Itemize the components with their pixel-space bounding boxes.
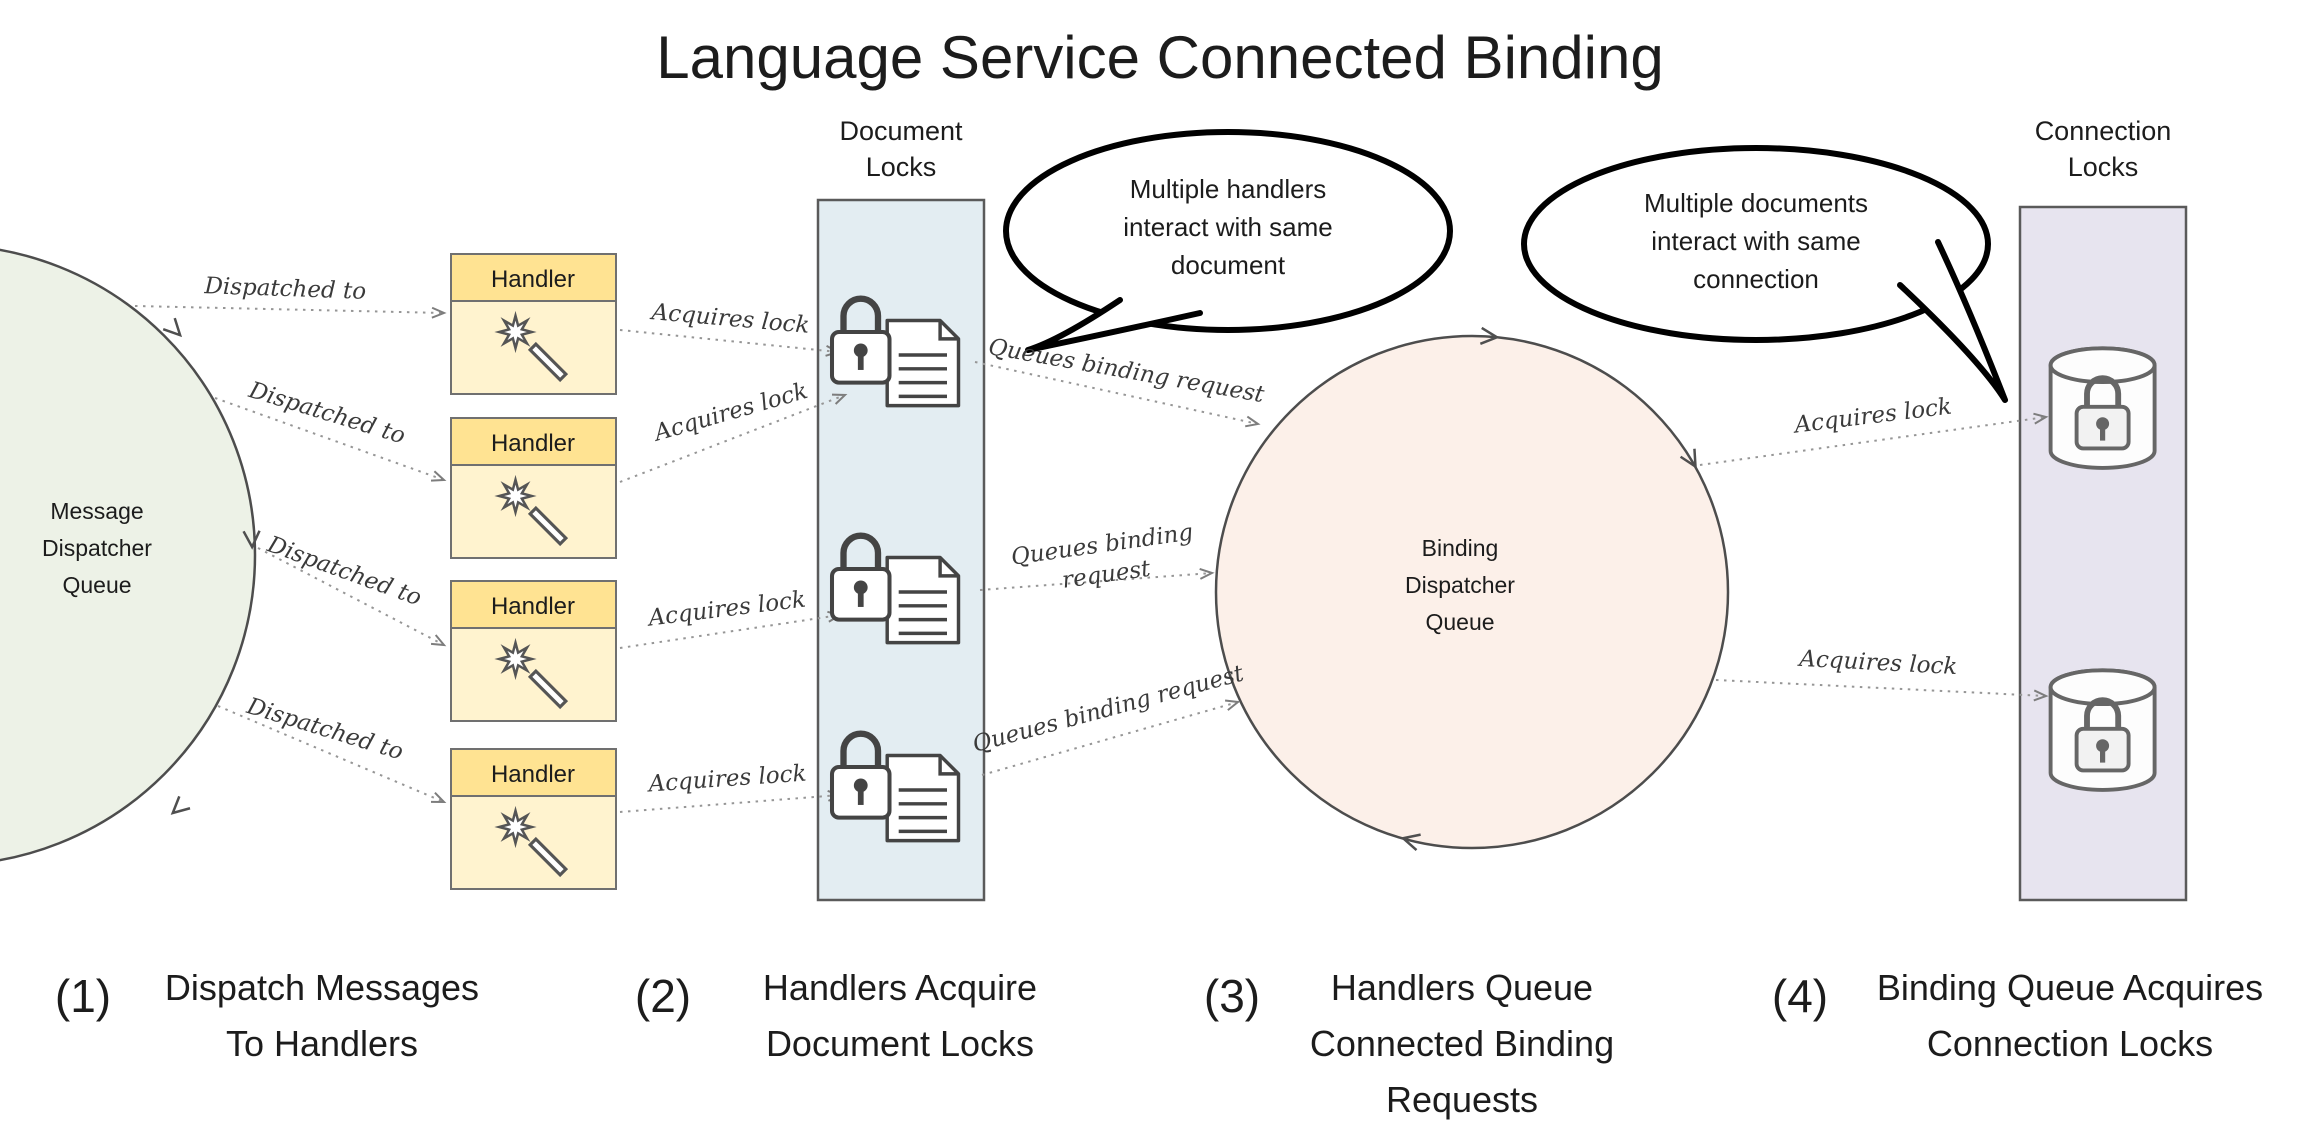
dispatch-arrows [134, 305, 447, 804]
speech-bubble-handlers: Multiple handlers interact with same doc… [1003, 129, 1453, 353]
binding-queue-label: Dispatcher [1405, 572, 1515, 598]
step-number: (1) [55, 970, 111, 1022]
diagram-title: Language Service Connected Binding [656, 24, 1663, 91]
handler-box-2: Handler [450, 417, 617, 559]
document-locks-label: Locks [866, 152, 937, 182]
step-text: Requests [1386, 1079, 1538, 1120]
bubble-text: document [1171, 250, 1286, 280]
acquire-connection-lock-arrows [1699, 412, 2049, 702]
edge-label: Queues binding request [970, 660, 1247, 758]
edge-label: Queues bindingrequest [1009, 519, 1198, 600]
step-text: Connected Binding [1310, 1023, 1614, 1064]
arc-chevron-icon [162, 317, 183, 338]
bubble-text: Multiple handlers [1130, 174, 1327, 204]
edge-label: Acquires lock [646, 761, 808, 798]
message-queue-label: Queue [62, 572, 131, 598]
connection-locks-column [2018, 205, 2188, 902]
handler-box-1: Handler [450, 253, 617, 395]
handler-box-4: Handler [450, 748, 617, 890]
handler-label: Handler [491, 266, 575, 293]
handler-label: Handler [491, 430, 575, 457]
edge-label: Acquires lock [1791, 394, 1953, 439]
step-text: Binding Queue Acquires [1877, 967, 2263, 1008]
arc-chevron-icon [1400, 833, 1421, 852]
connection-locks-label: Locks [2068, 152, 2139, 182]
edge-label: Acquires lock [649, 299, 811, 339]
edge-label: Acquires lock [650, 378, 811, 447]
bubble-text: connection [1693, 264, 1819, 294]
arc-chevron-icon [242, 530, 261, 550]
handler-label: Handler [491, 593, 575, 620]
speech-bubble-documents: Multiple documents interact with same co… [1521, 145, 2008, 403]
binding-queue-label: Binding [1422, 535, 1499, 561]
edge-label: Dispatched to [243, 693, 406, 765]
step-text: Handlers Queue [1331, 967, 1593, 1008]
connection-locks-label: Connection [2035, 116, 2172, 146]
arc-chevron-icon [170, 795, 191, 815]
step-caption-2: (2) Handlers Acquire Document Locks [635, 967, 1037, 1064]
step-caption-4: (4) Binding Queue Acquires Connection Lo… [1772, 967, 2263, 1064]
arc-chevron-icon [1679, 448, 1697, 470]
bubble-text: interact with same [1123, 212, 1333, 242]
message-queue-label: Dispatcher [42, 535, 152, 561]
bubble-text: Multiple documents [1644, 188, 1868, 218]
step-caption-1: (1) Dispatch Messages To Handlers [55, 967, 479, 1064]
step-text: Connection Locks [1927, 1023, 2213, 1064]
queue-binding-request-arrows [974, 361, 1261, 776]
arc-chevron-icon [1479, 326, 1500, 345]
bubble-text: interact with same [1651, 226, 1861, 256]
step-text: Document Locks [766, 1023, 1034, 1064]
edge-label: Dispatched to [263, 531, 425, 611]
database-lock-icon [2051, 670, 2155, 790]
handler-box-3: Handler [450, 580, 617, 722]
binding-queue-label: Queue [1425, 609, 1494, 635]
handler-label: Handler [491, 761, 575, 788]
edge-label: Acquires lock [1797, 646, 1958, 680]
step-number: (2) [635, 970, 691, 1022]
database-lock-icon [2051, 348, 2155, 468]
edge-label: Dispatched to [245, 377, 408, 449]
message-queue-label: Message [50, 498, 143, 524]
step-number: (3) [1204, 970, 1260, 1022]
step-text: Handlers Acquire [763, 967, 1037, 1008]
step-text: Dispatch Messages [165, 967, 479, 1008]
document-locks-label: Document [839, 116, 963, 146]
binding-dispatcher-queue-circle [1214, 334, 1730, 850]
step-caption-3: (3) Handlers Queue Connected Binding Req… [1204, 967, 1614, 1120]
acquire-document-lock-arrows [619, 329, 848, 813]
step-text: To Handlers [226, 1023, 418, 1064]
step-number: (4) [1772, 970, 1828, 1022]
edge-label: Queues binding request [986, 334, 1266, 408]
edge-label: Dispatched to [203, 273, 367, 305]
edge-label: Acquires lock [645, 587, 807, 632]
message-dispatcher-queue-circle [0, 248, 257, 862]
